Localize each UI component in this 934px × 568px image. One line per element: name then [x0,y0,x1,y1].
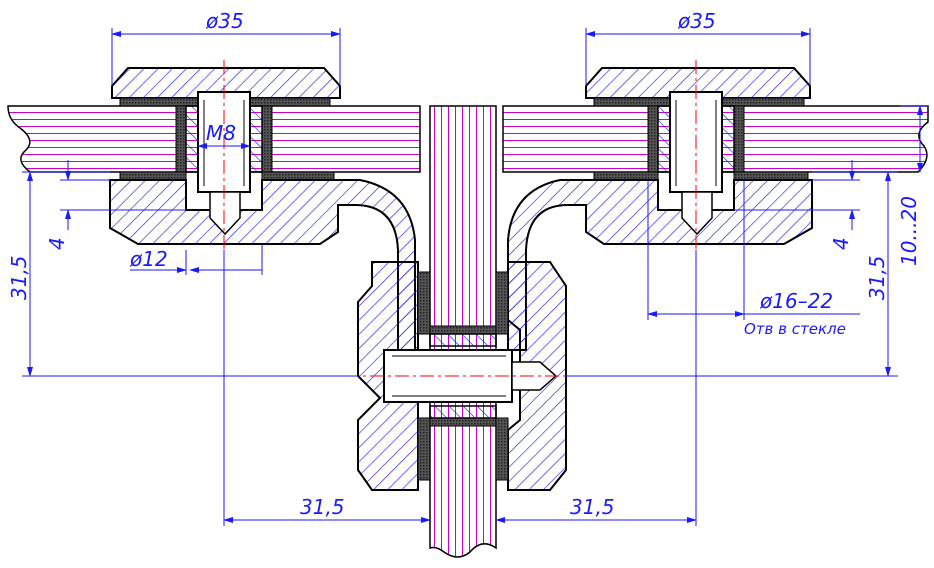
left-hole-diameter-label: ø12 [129,247,168,271]
bottom-right-distance-label: 31,5 [570,495,615,519]
right-head-diameter-label: ø35 [677,9,716,33]
left-gasket-bottom [119,171,187,181]
right-hole-note: Отв в стекле [744,320,846,338]
bottom-left-distance-label: 31,5 [300,495,345,519]
dimension-lines [22,28,928,526]
right-offset-label: 4 [829,237,853,250]
left-head-diameter-label: ø35 [205,9,244,33]
glass-thickness-label: 10...20 [897,196,921,266]
center-lines [223,60,697,377]
right-fitting [507,67,813,351]
right-height-label: 31,5 [865,255,889,300]
left-fitting [109,67,416,351]
right-hole-diameter-label: ø16–22 [759,289,833,313]
left-offset-label: 4 [45,237,69,250]
thread-label: M8 [206,121,236,145]
right-arm [507,179,813,351]
dimension-labels: ø35 ø35 M8 ø12 ø16–22 Отв в стекле 31,5 … [7,9,921,519]
left-height-label: 31,5 [7,255,31,300]
